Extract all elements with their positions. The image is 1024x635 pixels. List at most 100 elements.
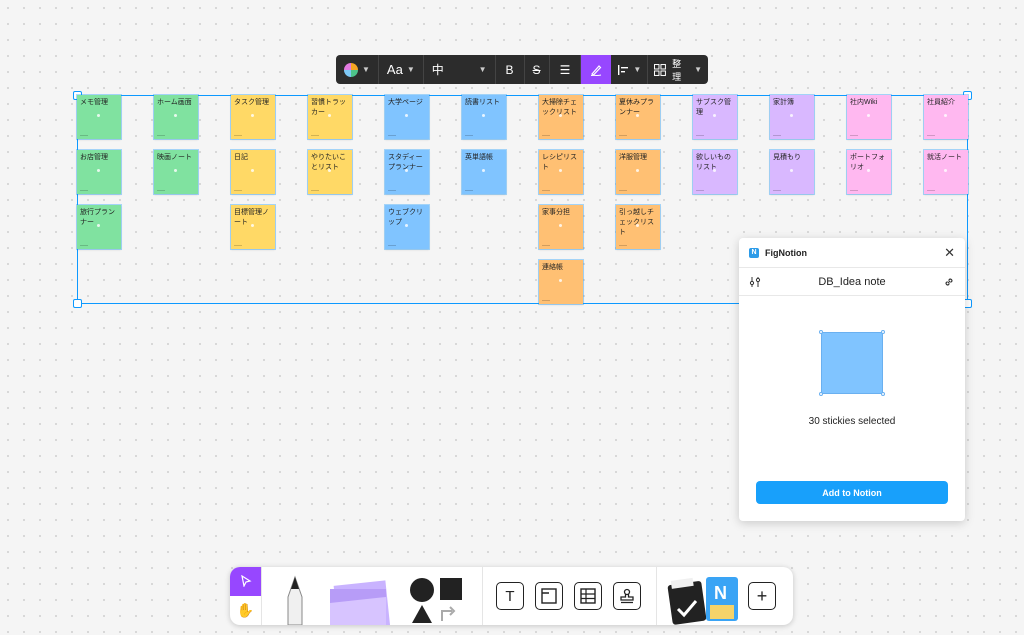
sticky-tool-icon[interactable] [322, 577, 400, 625]
sticky-note[interactable]: 欲しいものリスト [692, 149, 738, 195]
sticky-text: ポートフォリオ [850, 154, 885, 171]
sticky-dot [713, 169, 716, 172]
chevron-down-icon: ▼ [694, 65, 702, 74]
sticky-note[interactable]: 社内Wiki [846, 94, 892, 140]
sticky-text: 家事分担 [542, 209, 570, 216]
marker-tool-icon[interactable] [280, 575, 310, 625]
sticky-text: レシピリスト [542, 154, 577, 171]
table-tool-button[interactable] [574, 582, 602, 610]
hand-tool-button[interactable]: ✋ [230, 596, 261, 625]
text-tool-button[interactable]: T [496, 582, 524, 610]
list-icon: ☰ [559, 62, 571, 77]
font-selector[interactable]: Aa ▼ [379, 55, 424, 84]
svg-text:N: N [714, 583, 727, 603]
sticky-note[interactable]: メモ管理 [76, 94, 122, 140]
sticky-text: メモ管理 [80, 99, 108, 106]
sticky-preview [819, 330, 885, 396]
sticky-text: 旅行プランナー [80, 209, 115, 226]
sticky-note[interactable]: お店管理 [76, 149, 122, 195]
sticky-note[interactable]: ポートフォリオ [846, 149, 892, 195]
sticky-dot [790, 114, 793, 117]
sticky-note[interactable]: やりたいことリスト [307, 149, 353, 195]
align-selector[interactable]: ▼ [611, 55, 649, 84]
sticky-author-line [619, 245, 627, 246]
section-tool-button[interactable] [535, 582, 563, 610]
sticky-note[interactable]: 読書リスト [461, 94, 507, 140]
list-button[interactable]: ☰ [550, 55, 582, 84]
sticky-note[interactable]: 英単語帳 [461, 149, 507, 195]
sticky-note[interactable]: 夏休みプランナー [615, 94, 661, 140]
sticky-text: 引っ越しチェックリスト [619, 209, 654, 236]
strikethrough-button[interactable]: S [525, 55, 550, 84]
sticky-dot [251, 224, 254, 227]
more-widgets-button[interactable]: + [748, 582, 776, 610]
bold-button[interactable]: B [496, 55, 525, 84]
sticky-dot [97, 114, 100, 117]
strike-label: S [532, 62, 541, 77]
size-selector[interactable]: 中 ▼ [424, 55, 496, 84]
pen-button[interactable] [581, 55, 612, 84]
sticky-note[interactable]: 映画ノート [153, 149, 199, 195]
sticky-text: お店管理 [80, 154, 108, 161]
sticky-author-line [465, 135, 473, 136]
sticky-note[interactable]: ウェブクリップ [384, 204, 430, 250]
sticky-text: 映画ノート [157, 154, 192, 161]
widgets-icon[interactable]: N [666, 573, 742, 625]
sticky-note[interactable]: 洋服管理 [615, 149, 661, 195]
panel-header: N FigNotion ✕ [739, 238, 965, 268]
sticky-author-line [234, 245, 242, 246]
sticky-note[interactable]: 見積もり [769, 149, 815, 195]
sticky-note[interactable]: 引っ越しチェックリスト [615, 204, 661, 250]
sticky-note[interactable]: 大学ページ [384, 94, 430, 140]
divider [482, 567, 483, 625]
sticky-note[interactable]: タスク管理 [230, 94, 276, 140]
sticky-author-line [80, 135, 88, 136]
sticky-dot [790, 169, 793, 172]
plus-icon: + [756, 586, 768, 606]
sticky-text: 社内Wiki [850, 99, 878, 106]
sticky-note[interactable]: 家事分担 [538, 204, 584, 250]
link-icon[interactable] [943, 276, 955, 288]
stamp-tool-button[interactable] [613, 582, 641, 610]
sticky-author-line [542, 135, 550, 136]
sticky-author-line [388, 135, 396, 136]
sticky-text: やりたいことリスト [311, 154, 346, 171]
sticky-author-line [80, 245, 88, 246]
sticky-author-line [234, 135, 242, 136]
sticky-dot [174, 114, 177, 117]
color-picker[interactable]: ▼ [336, 55, 379, 84]
arrange-button[interactable]: 整理 ▼ [648, 55, 708, 84]
sticky-dot [97, 169, 100, 172]
sticky-dot [636, 169, 639, 172]
sticky-dot [405, 114, 408, 117]
sticky-note[interactable]: レシピリスト [538, 149, 584, 195]
sticky-text: 夏休みプランナー [619, 99, 654, 116]
sticky-note[interactable]: スタディープランナー [384, 149, 430, 195]
sticky-author-line [465, 190, 473, 191]
notion-logo-icon: N [749, 247, 759, 258]
resize-handle-bottom-left[interactable] [73, 299, 82, 308]
database-row: DB_Idea note [739, 268, 965, 296]
close-icon[interactable]: ✕ [944, 244, 955, 260]
move-tool-button[interactable] [230, 567, 261, 596]
shapes-tool-icon[interactable] [408, 575, 468, 625]
add-to-notion-button[interactable]: Add to Notion [756, 481, 948, 504]
sticky-text: ウェブクリップ [388, 209, 423, 226]
sticky-note[interactable]: ホーム画面 [153, 94, 199, 140]
sticky-note[interactable]: 日記 [230, 149, 276, 195]
sticky-note[interactable]: 大掃除チェックリスト [538, 94, 584, 140]
sticky-note[interactable]: 家計簿 [769, 94, 815, 140]
sticky-note[interactable]: 社員紹介 [923, 94, 969, 140]
sticky-format-toolbar: ▼ Aa ▼ 中 ▼ B S ☰ ▼ 整理 [336, 55, 708, 84]
table-icon [580, 588, 596, 604]
settings-sliders-icon[interactable] [749, 276, 761, 288]
sticky-note[interactable]: 目標管理ノート [230, 204, 276, 250]
sticky-note[interactable]: 旅行プランナー [76, 204, 122, 250]
sticky-note[interactable]: 連絡帳 [538, 259, 584, 305]
preview-corner [819, 330, 823, 334]
sticky-note[interactable]: 就活ノート [923, 149, 969, 195]
sticky-note[interactable]: サブスク管理 [692, 94, 738, 140]
sticky-note[interactable]: 習慣トラッカー [307, 94, 353, 140]
chevron-down-icon: ▼ [633, 65, 642, 74]
sticky-dot [944, 169, 947, 172]
